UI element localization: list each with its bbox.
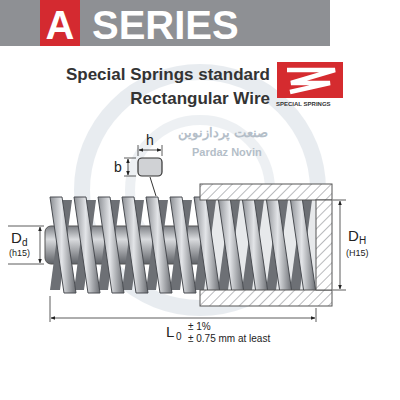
dimension-label: h: [146, 133, 154, 147]
coil-front: [194, 197, 220, 293]
series-banner: SERIES A: [0, 0, 330, 46]
spring-coils: [50, 197, 316, 293]
tolerance-label: ± 0.75 mm at least: [188, 334, 270, 344]
dimension-label: D: [11, 230, 22, 245]
series-text: SERIES: [92, 5, 239, 45]
coil-front: [242, 197, 268, 293]
coil-front: [50, 197, 76, 293]
logo-text: SPECIAL SPRINGS: [276, 101, 331, 107]
dimension-subscript: H: [359, 236, 366, 246]
coil-front: [122, 197, 148, 293]
coil-front: [98, 197, 124, 293]
watermark: Pardaz Novin: [192, 147, 262, 158]
tolerance-label: ± 1%: [188, 322, 211, 332]
dimension-label: L: [166, 324, 174, 339]
length-dimension: [50, 296, 316, 322]
coil-front: [218, 197, 244, 293]
coil-front: [290, 197, 316, 293]
bore-diameter-dimension: [333, 200, 346, 290]
series-text: A: [46, 5, 75, 45]
series-letter-box: A: [40, 0, 80, 46]
coil-front: [74, 197, 100, 293]
rod-diameter-dimension: [8, 226, 44, 264]
watermark: صنعت پردازنوین: [178, 126, 268, 139]
dimension-subscript: 0: [176, 332, 182, 342]
coil-front: [170, 197, 196, 293]
dimension-subscript: d: [22, 238, 28, 248]
coil-front: [266, 197, 292, 293]
coil-front: [146, 197, 172, 293]
logo: [277, 62, 343, 98]
wire-section: [124, 145, 162, 196]
tolerance-label: (H15): [346, 249, 369, 258]
dimension-label: D: [348, 228, 359, 243]
heading-text: Special Springs standard Rectangular Wir…: [50, 63, 270, 111]
tolerance-label: (h15): [9, 249, 30, 258]
dimension-label: b: [114, 160, 122, 174]
housing: [200, 184, 332, 306]
